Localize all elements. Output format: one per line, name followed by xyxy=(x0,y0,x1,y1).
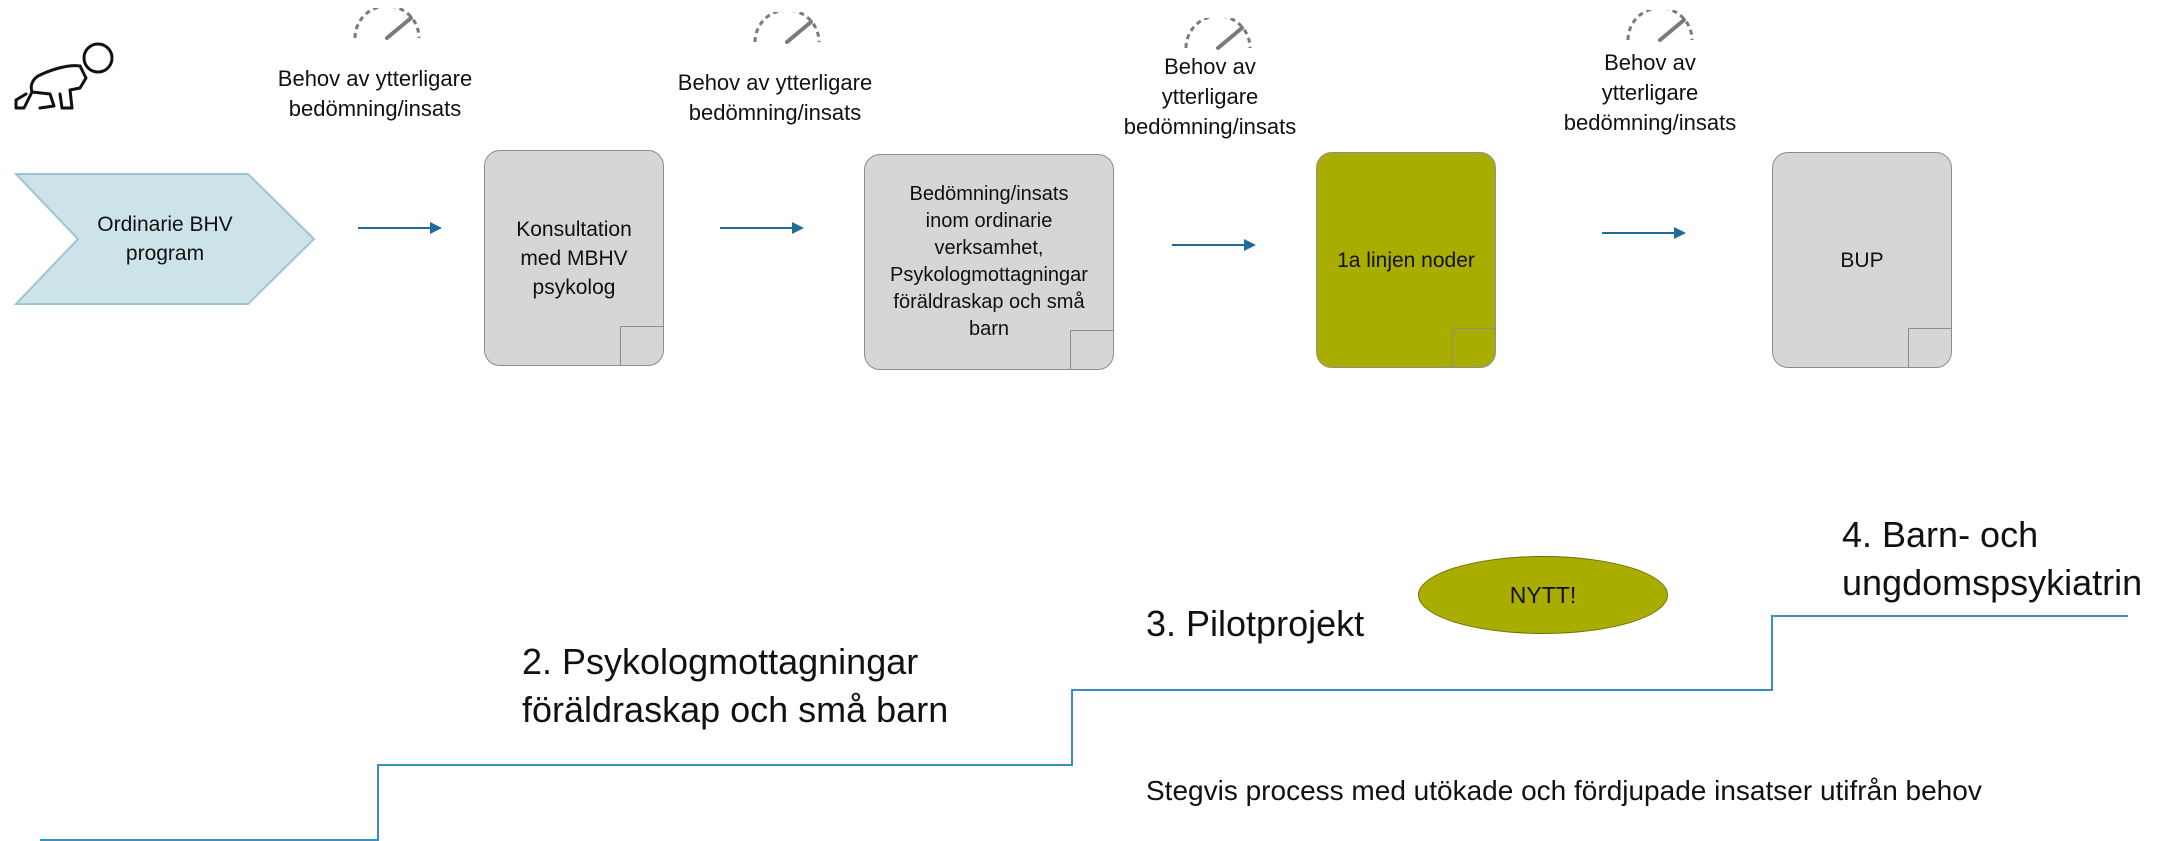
gauge-icon xyxy=(353,8,421,40)
process-caption: Stegvis process med utökade och fördjupa… xyxy=(1146,775,1982,806)
gauge-icon xyxy=(1626,10,1694,42)
folded-corner xyxy=(1452,328,1496,368)
new-badge: NYTT! xyxy=(1418,556,1668,634)
crawling-baby-icon xyxy=(14,42,114,110)
step-label-3: 3. Pilotprojekt xyxy=(1146,603,1365,644)
start-chevron xyxy=(14,173,316,305)
flow-arrow xyxy=(1172,239,1256,251)
flow-arrow xyxy=(358,222,442,234)
process-box-first-line: 1a linjen noder xyxy=(1316,152,1496,368)
folded-corner xyxy=(1908,328,1952,368)
folded-corner xyxy=(1070,330,1114,370)
gauge-icon xyxy=(753,12,821,44)
folded-corner xyxy=(620,326,664,366)
process-box-bup: BUP xyxy=(1772,152,1952,368)
gauge-icon xyxy=(1184,18,1252,50)
flow-arrow xyxy=(1602,227,1686,239)
flow-arrow xyxy=(720,222,804,234)
